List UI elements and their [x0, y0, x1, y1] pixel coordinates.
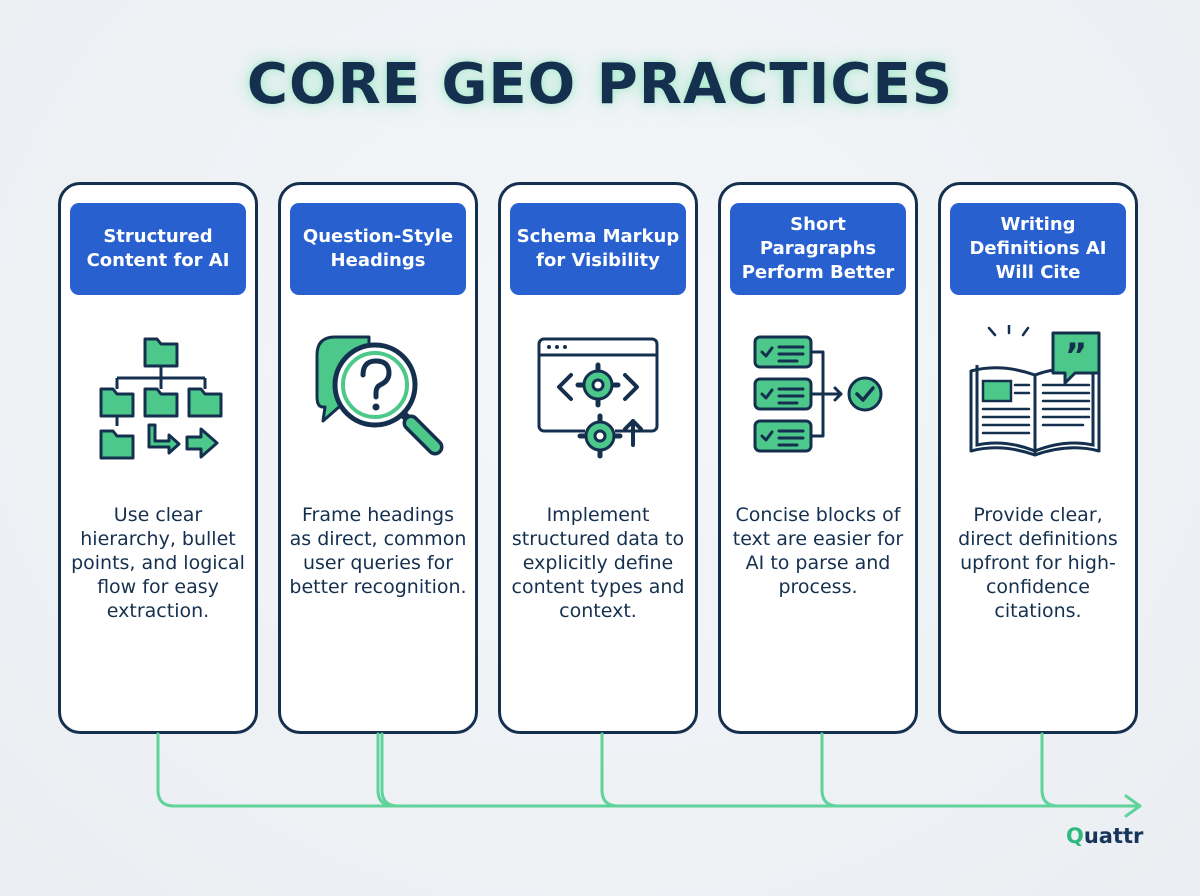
card-heading: Structured Content for AI	[70, 203, 246, 295]
svg-text:”: ”	[1065, 336, 1087, 376]
page-title: CORE GEO PRACTICES	[246, 52, 954, 117]
practice-card-question-headings: Question-Style Headings Frame headings a…	[278, 182, 478, 734]
card-heading: Writing Definitions AI Will Cite	[950, 203, 1126, 295]
card-description: Frame headings as direct, common user qu…	[289, 504, 467, 598]
question-magnifier-icon	[305, 325, 451, 465]
practice-card-writing-definitions: Writing Definitions AI Will Cite ” Provi…	[938, 182, 1138, 734]
card-heading: Short Paragraphs Perform Better	[730, 203, 906, 295]
hierarchy-folders-icon	[85, 325, 231, 465]
practice-card-schema-markup: Schema Markup for Visibility	[498, 182, 698, 734]
checklist-blocks-icon	[745, 325, 891, 465]
open-book-quote-icon: ”	[965, 325, 1111, 465]
card-heading: Question-Style Headings	[290, 203, 466, 295]
card-description: Implement structured data to explicitly …	[511, 504, 685, 622]
card-description: Concise blocks of text are easier for AI…	[732, 504, 904, 598]
practice-card-structured-content: Structured Content for AI Use clear hier…	[58, 182, 258, 734]
code-window-gears-icon	[525, 325, 671, 465]
card-description: Provide clear, direct definitions upfron…	[958, 504, 1118, 622]
quattr-logo: Quattr	[1066, 824, 1144, 848]
card-heading: Schema Markup for Visibility	[510, 203, 686, 295]
card-description: Use clear hierarchy, bullet points, and …	[71, 504, 245, 622]
practice-card-short-paragraphs: Short Paragraphs Perform Better Concise …	[718, 182, 918, 734]
